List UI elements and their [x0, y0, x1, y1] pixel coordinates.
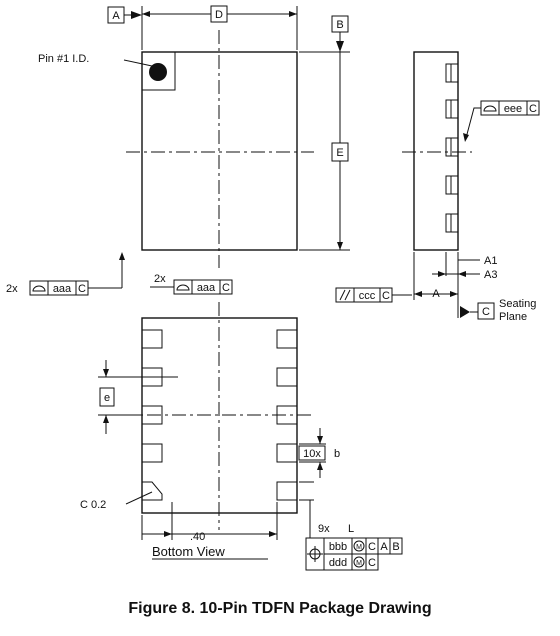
svg-text:M: M: [356, 544, 362, 551]
dim-d-label: D: [215, 9, 223, 21]
arrowhead: [438, 271, 446, 277]
datum-c-label: C: [482, 306, 490, 318]
fcf-ccc: ccc C: [335, 287, 393, 303]
svg-text:ccc: ccc: [359, 290, 376, 302]
arrowhead: [119, 252, 125, 260]
svg-text:C: C: [368, 541, 376, 553]
datum-b-label: B: [336, 19, 343, 31]
dim-a-label: A: [432, 288, 440, 300]
svg-text:B: B: [392, 541, 399, 553]
figure-caption: Figure 8. 10-Pin TDFN Package Drawing: [128, 600, 431, 617]
side-view: eee C A1 A3 A ccc C: [335, 51, 540, 323]
datum-a-label: A: [112, 10, 120, 22]
dim-e-pitch-box: [99, 387, 115, 407]
bottom-view-title: Bottom View: [152, 544, 225, 559]
pin1-dot: [149, 63, 167, 81]
fcf-position-composite: bbb M C A B ddd M C: [305, 537, 403, 571]
datum-triangle: [460, 306, 470, 318]
arrowhead: [164, 531, 172, 537]
arrowhead: [414, 291, 422, 297]
svg-text:C: C: [382, 290, 390, 302]
svg-text:C: C: [529, 103, 537, 115]
arrowhead: [463, 133, 469, 142]
svg-text:A: A: [380, 541, 388, 553]
pin1-label: Pin #1 I.D.: [38, 53, 89, 65]
datum-triangle: [336, 41, 344, 52]
dim-d-box: [210, 5, 228, 23]
bottom-view: e 10x b C 0.2 .40 Bottom View 9x L: [80, 302, 403, 571]
svg-text:eee: eee: [504, 103, 522, 115]
multiplier-10x-box: [298, 445, 326, 461]
arrowhead: [103, 415, 109, 423]
svg-text:aaa: aaa: [197, 282, 216, 294]
svg-text:ddd: ddd: [329, 557, 347, 569]
dim-a3-label: A3: [484, 269, 497, 281]
arrowhead: [269, 531, 277, 537]
arrowhead: [317, 436, 323, 444]
chamfer-label: C 0.2: [80, 499, 106, 511]
svg-text:aaa: aaa: [53, 283, 72, 295]
svg-text:M: M: [356, 560, 362, 567]
pin1-id-box: [141, 51, 176, 91]
seating-label: Seating: [499, 298, 536, 310]
svg-text:C: C: [222, 282, 230, 294]
datum-triangle: [131, 11, 142, 19]
left-pads: [142, 329, 163, 501]
multiplier-2x-left: 2x: [6, 283, 18, 295]
fcf-aaa-left: aaa C: [29, 280, 89, 296]
pin1-leader: [123, 59, 153, 67]
arrowhead: [142, 11, 150, 17]
leader: [465, 107, 481, 139]
dim-e-box: [331, 142, 349, 162]
dim-e-pitch-label: e: [104, 392, 110, 404]
arrowhead: [103, 369, 109, 377]
package-body-side: [413, 51, 459, 251]
leader: [125, 491, 153, 505]
dim-40-label: .40: [190, 531, 205, 543]
right-pads: [276, 329, 297, 501]
svg-text:C: C: [78, 283, 86, 295]
multiplier-10x: 10x: [303, 448, 321, 460]
side-pads: [445, 63, 458, 233]
arrowhead: [458, 271, 466, 277]
dim-l-label: L: [348, 523, 354, 535]
dim-e-label: E: [336, 147, 343, 159]
arrowhead: [289, 11, 297, 17]
arrowhead: [337, 242, 343, 250]
datum-c-box: [477, 302, 495, 320]
multiplier-2x-center: 2x: [154, 273, 166, 285]
arrowhead: [450, 291, 458, 297]
svg-text:C: C: [368, 557, 376, 569]
dim-a1-label: A1: [484, 255, 497, 267]
fcf-aaa-center: aaa C: [173, 279, 233, 295]
plane-label: Plane: [499, 311, 527, 323]
multiplier-9x: 9x: [318, 523, 330, 535]
svg-text:bbb: bbb: [329, 541, 347, 553]
top-view: Pin #1 I.D. D A E B 2x aaa: [6, 5, 350, 296]
fcf-eee: eee C: [480, 100, 540, 116]
dim-b-label: b: [334, 448, 340, 460]
arrowhead: [317, 462, 323, 470]
